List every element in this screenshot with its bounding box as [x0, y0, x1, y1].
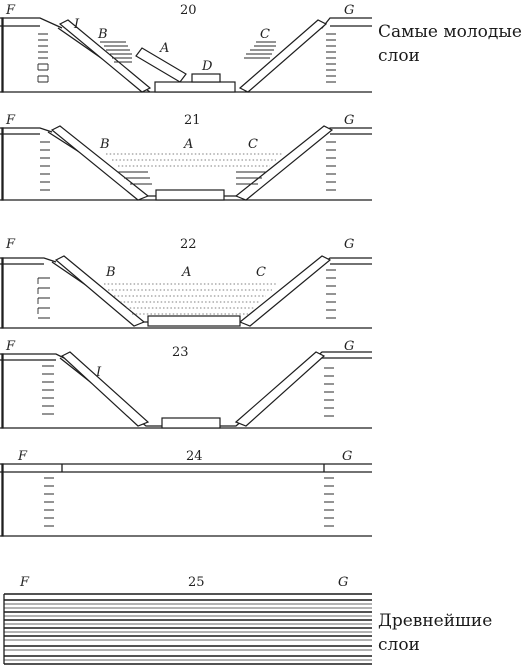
- brick-column-right-22: [326, 269, 336, 319]
- slanted-wall-left-22: [54, 255, 146, 327]
- label-c-22: C: [256, 265, 266, 280]
- section-20: 20 F G I B A D C: [0, 3, 372, 93]
- floor-block-23: [161, 417, 221, 429]
- label-f-22: F: [5, 237, 16, 252]
- section-number-21: 21: [184, 113, 201, 128]
- brick-column-right-20: [326, 33, 336, 83]
- brick-column-left-22: [37, 277, 50, 319]
- brick-column-left-20: [37, 33, 49, 83]
- label-g-23: G: [344, 339, 354, 354]
- label-g-24: G: [342, 449, 352, 464]
- slanted-wall-right-20: [238, 19, 328, 93]
- brick-column-right-23: [324, 367, 334, 417]
- label-g-20: G: [344, 3, 354, 18]
- fallen-plank-a-20: [135, 47, 187, 83]
- label-b-20: B: [97, 27, 108, 42]
- label-f-23: F: [5, 339, 16, 354]
- section-24: 24 F G: [0, 449, 372, 537]
- label-f-24: F: [17, 449, 28, 464]
- section-25: 25 F G: [3, 575, 372, 665]
- label-c-21: C: [248, 137, 258, 152]
- sections-svg: 20 F G I B A D C 21 F G B A C: [0, 3, 372, 665]
- slanted-wall-left-23: [60, 351, 150, 427]
- label-b-21: B: [99, 137, 110, 152]
- label-f-20: F: [5, 3, 16, 18]
- brick-column-left-23: [42, 365, 54, 415]
- floor-block-22: [147, 315, 241, 327]
- section-22: 22 F G B A C: [0, 237, 372, 329]
- section-number-25: 25: [188, 575, 205, 590]
- section-number-20: 20: [180, 3, 197, 18]
- slanted-wall-left-20: [58, 19, 152, 93]
- floor-block-21: [155, 189, 225, 201]
- label-i-23: I: [95, 365, 102, 380]
- label-c-20: C: [260, 27, 270, 42]
- section-23: 23 F G I: [0, 339, 372, 429]
- caption-youngest-layers: Самые молодые слои: [378, 22, 522, 66]
- section-number-24: 24: [186, 449, 203, 464]
- section-21: 21 F G B A C: [0, 113, 372, 201]
- label-a-22: A: [181, 265, 191, 280]
- label-f-21: F: [5, 113, 16, 128]
- slanted-wall-right-21: [234, 125, 334, 201]
- slanted-wall-right-22: [238, 255, 332, 327]
- label-a-21: A: [183, 137, 193, 152]
- caption-oldest-layers: Древнейшие слои: [378, 611, 493, 655]
- label-g-22: G: [344, 237, 354, 252]
- floor-block-20: [154, 81, 236, 93]
- section-number-23: 23: [172, 345, 189, 360]
- slanted-wall-right-23: [234, 351, 326, 427]
- slanted-wall-left-21: [50, 125, 150, 201]
- label-d-20: D: [201, 59, 213, 74]
- label-b-22: B: [105, 265, 116, 280]
- brick-column-left-24: [44, 477, 54, 527]
- brick-column-left-21: [40, 141, 50, 191]
- label-g-21: G: [344, 113, 354, 128]
- brick-column-right-24: [324, 477, 334, 527]
- brick-column-right-21: [326, 141, 336, 191]
- label-i-20: I: [73, 17, 80, 32]
- label-f-25: F: [19, 575, 30, 590]
- section-number-22: 22: [180, 237, 197, 252]
- label-g-25: G: [338, 575, 348, 590]
- block-d-20: [191, 73, 221, 83]
- label-a-20: A: [159, 41, 169, 56]
